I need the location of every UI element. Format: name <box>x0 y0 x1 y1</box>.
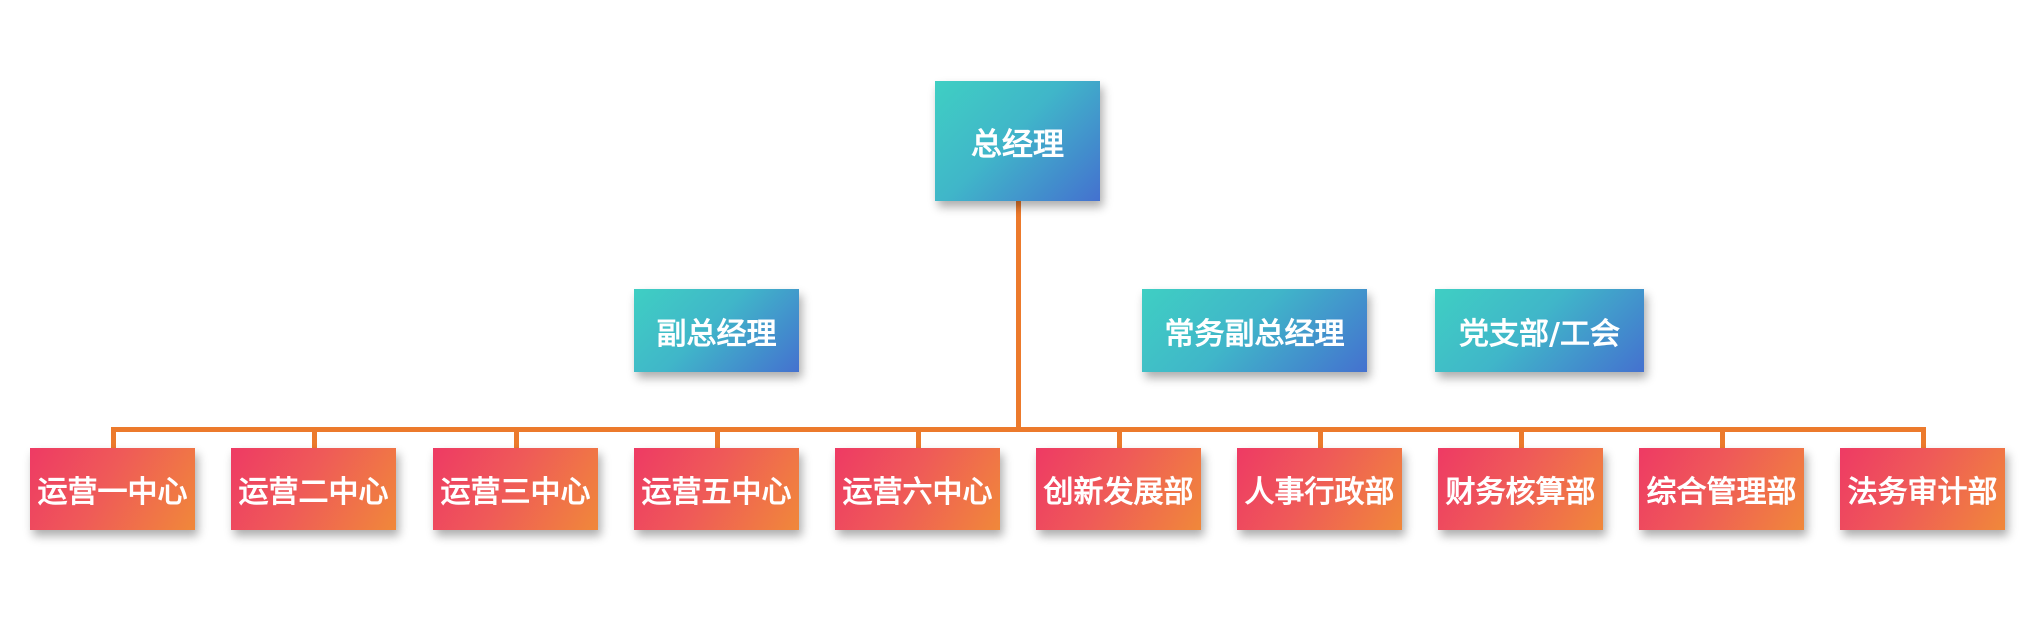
node-department: 运营一中心 <box>30 448 195 530</box>
node-party-branch-union: 党支部/工会 <box>1435 289 1644 372</box>
trunk-connector <box>1016 201 1021 430</box>
horizontal-connector <box>111 427 1924 432</box>
node-department: 人事行政部 <box>1237 448 1402 530</box>
branch-connector <box>514 427 519 448</box>
node-department: 运营五中心 <box>634 448 799 530</box>
node-executive-deputy-general-manager: 常务副总经理 <box>1142 289 1367 372</box>
branch-connector <box>1519 427 1524 448</box>
branch-connector <box>1921 427 1926 448</box>
branch-connector <box>1117 427 1122 448</box>
branch-connector <box>916 427 921 448</box>
node-department: 运营六中心 <box>835 448 1000 530</box>
node-deputy-general-manager: 副总经理 <box>634 289 799 372</box>
branch-connector <box>1318 427 1323 448</box>
branch-connector <box>312 427 317 448</box>
node-department: 运营二中心 <box>231 448 396 530</box>
node-general-manager: 总经理 <box>935 81 1100 201</box>
node-department: 运营三中心 <box>433 448 598 530</box>
branch-connector <box>1720 427 1725 448</box>
node-department: 财务核算部 <box>1438 448 1603 530</box>
node-department: 创新发展部 <box>1036 448 1201 530</box>
branch-connector <box>111 427 116 448</box>
branch-connector <box>715 427 720 448</box>
node-department: 法务审计部 <box>1840 448 2005 530</box>
node-department: 综合管理部 <box>1639 448 1804 530</box>
